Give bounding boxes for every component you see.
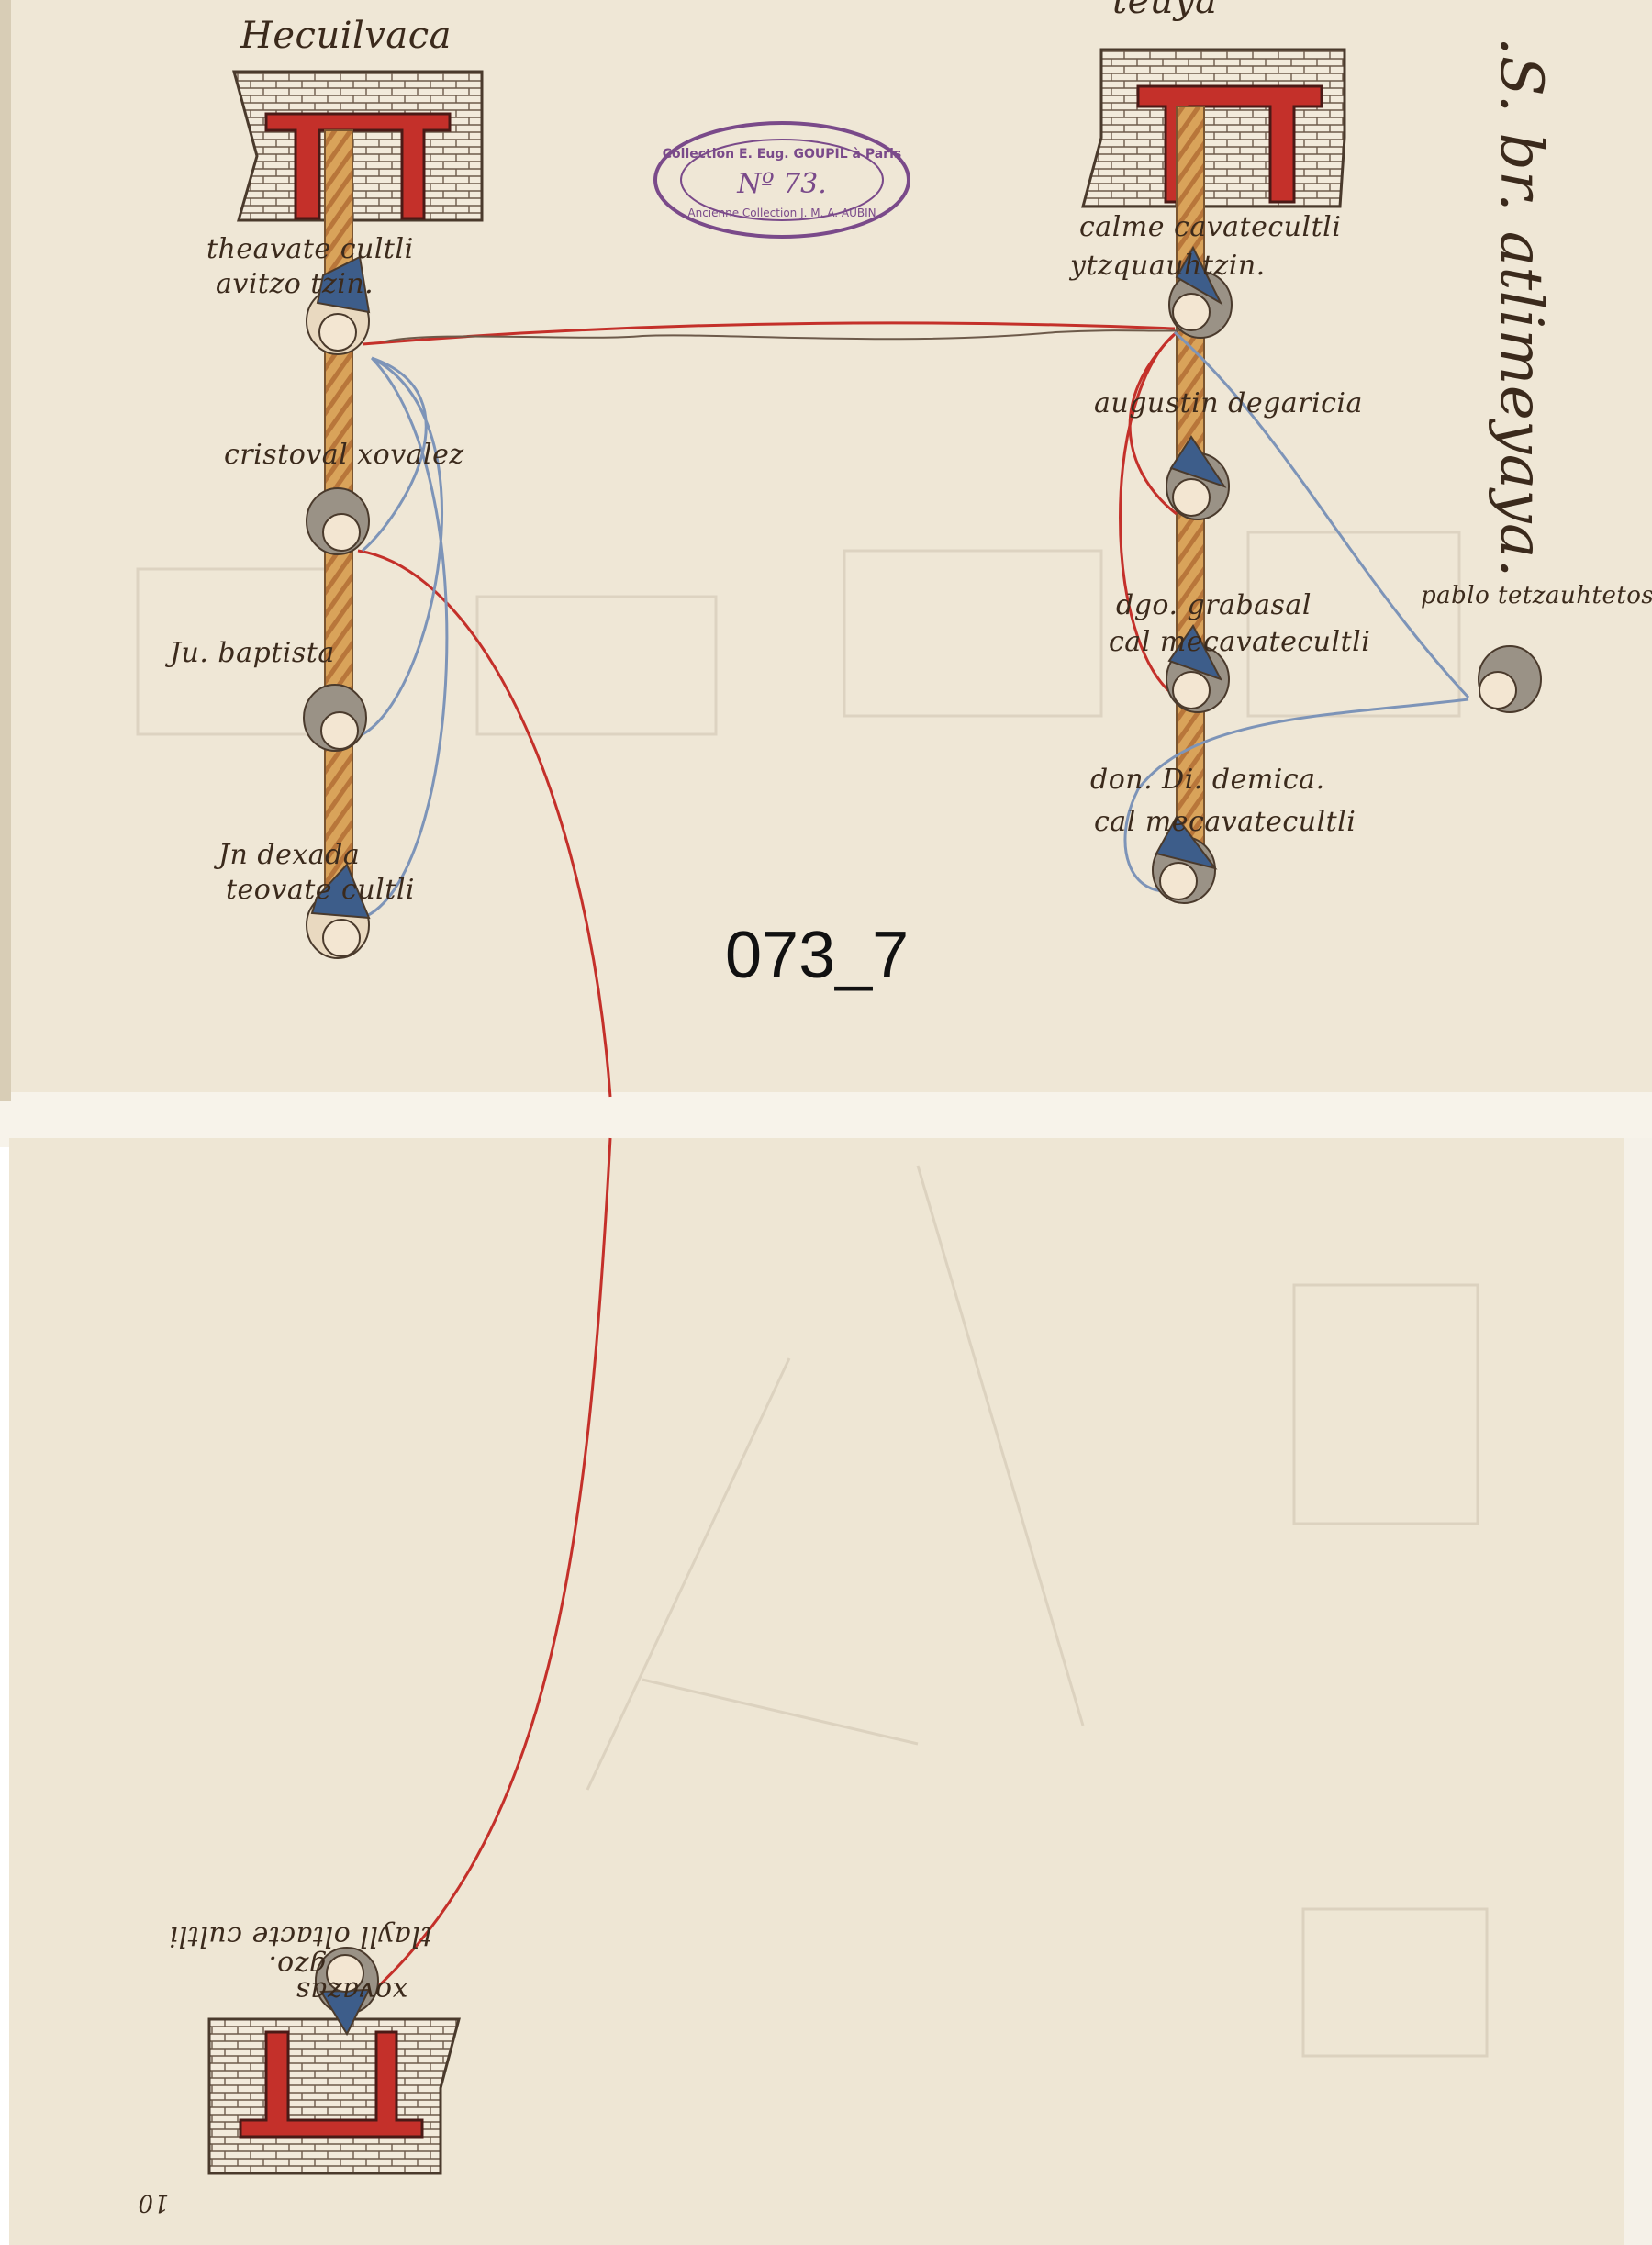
temple-bottom	[207, 2017, 461, 2175]
overlay-id-label: 073_7	[725, 919, 910, 992]
label-r3a: dgo. grabasal	[1116, 589, 1312, 621]
label-r5b: cal mecavatecultli	[1094, 806, 1356, 838]
label-l1a: theavate cultli	[206, 233, 414, 265]
head-bottom	[315, 1947, 379, 2037]
head-l4	[306, 863, 371, 959]
head-r5	[1478, 645, 1542, 713]
temple-left-top	[232, 70, 484, 222]
label-l4b: teovate cultli	[226, 874, 416, 906]
label-r2: augustin degaricia	[1094, 387, 1363, 419]
heads-left	[303, 255, 371, 959]
label-l4a: Jn dexada	[218, 839, 361, 871]
place-right-heading: .S. br. atlimeyaya.	[1487, 37, 1555, 578]
head-r4	[1152, 815, 1218, 904]
label-r3b: cal mecavatecultli	[1109, 626, 1371, 658]
label-l3: Ju. baptista	[170, 637, 335, 669]
place-left-top: Hecuilvaca	[240, 15, 452, 57]
label-r5a: don. Di. demica.	[1090, 764, 1325, 796]
head-r2	[1166, 435, 1230, 520]
label-l1b: avitzo tzin.	[216, 268, 374, 300]
head-r3	[1166, 624, 1230, 713]
label-r1a: calme cavatecultli	[1079, 211, 1342, 243]
head-l2	[306, 487, 370, 555]
head-r1	[1168, 245, 1233, 339]
label-r4: pablo tetzauhtetos	[1421, 582, 1652, 609]
label-l2: cristoval xovalez	[224, 439, 464, 471]
stamp-line-2: Ancienne Collection J. M. A. AUBIN	[687, 207, 876, 219]
page-number: 10	[138, 2189, 170, 2217]
label-r1b: ytzquauhtzin.	[1070, 250, 1266, 282]
label-b1b: xovazas	[296, 1975, 408, 2007]
place-right-top: teuya	[1112, 0, 1218, 22]
bleed-through	[136, 531, 1489, 2058]
stamp-number: Nº 73.	[736, 168, 827, 200]
head-l1	[306, 255, 371, 355]
stamp-line-1: Collection E. Eug. GOUPIL à Paris	[663, 147, 901, 162]
label-b1c: tlayll oltacte cultli	[169, 1920, 432, 1952]
lineage-lines	[357, 321, 1470, 2003]
temple-right-top	[1081, 48, 1346, 208]
head-l3	[303, 684, 367, 752]
heads-right	[1152, 245, 1542, 904]
page-edge-right	[1624, 1138, 1652, 2245]
page-edge	[0, 0, 11, 1101]
collection-stamp: Collection E. Eug. GOUPIL à Paris Nº 73.…	[653, 121, 910, 239]
